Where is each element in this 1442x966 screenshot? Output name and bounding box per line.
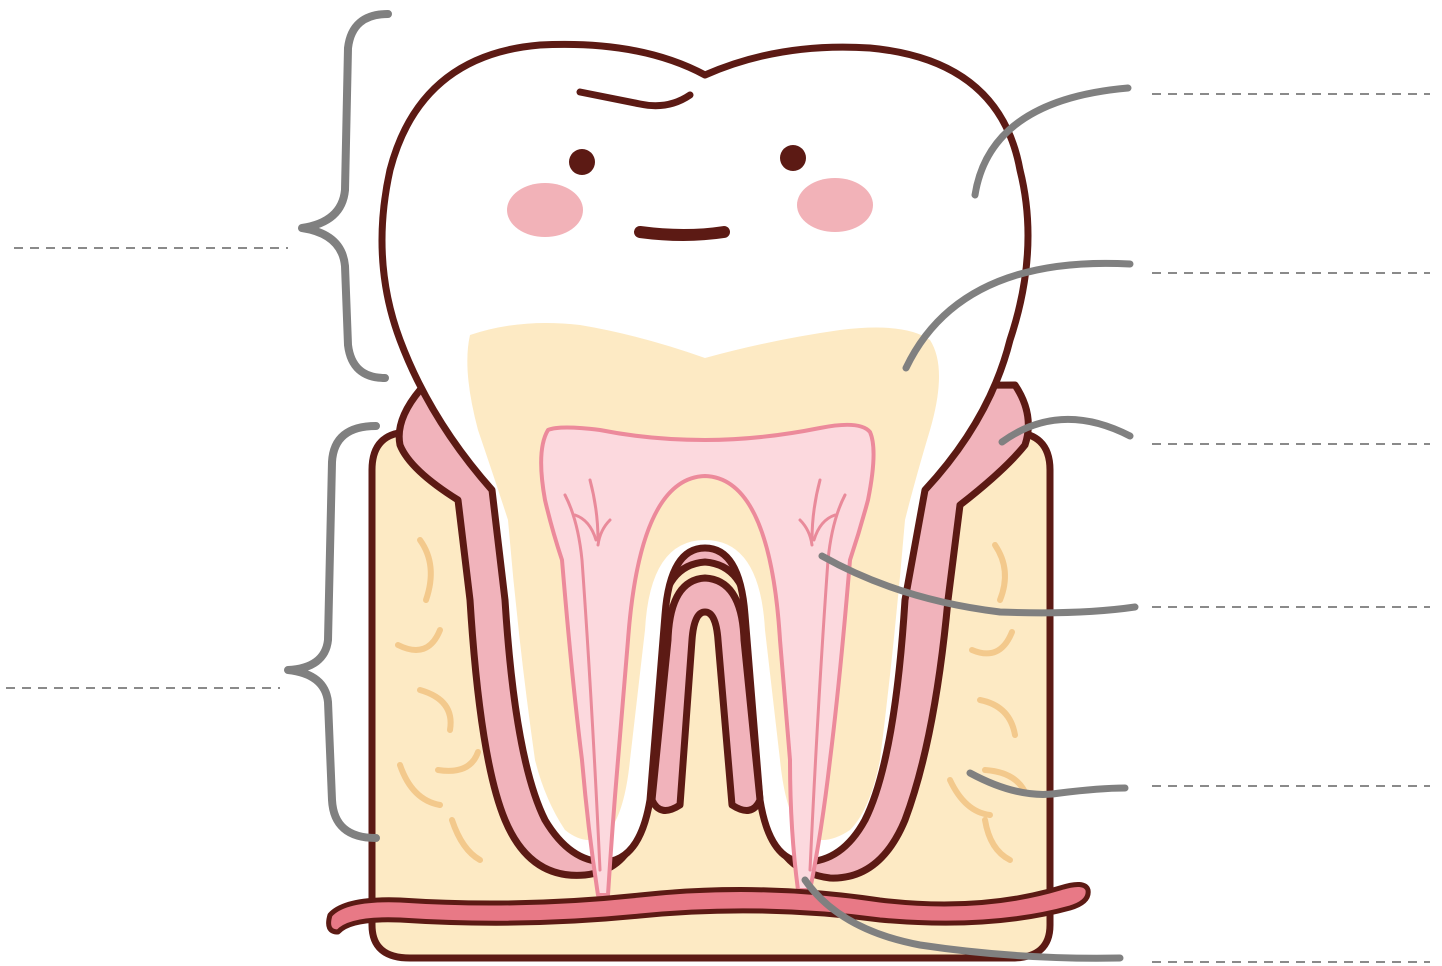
left-eye <box>569 149 595 175</box>
crown-bracket <box>302 14 388 378</box>
right-cheek <box>797 178 873 232</box>
root-bracket <box>288 426 376 838</box>
mouth <box>640 232 724 235</box>
left-cheek <box>507 183 583 237</box>
right-answer-blanks <box>1152 94 1430 962</box>
left-answer-blanks <box>6 248 288 688</box>
right-eye <box>780 145 806 171</box>
